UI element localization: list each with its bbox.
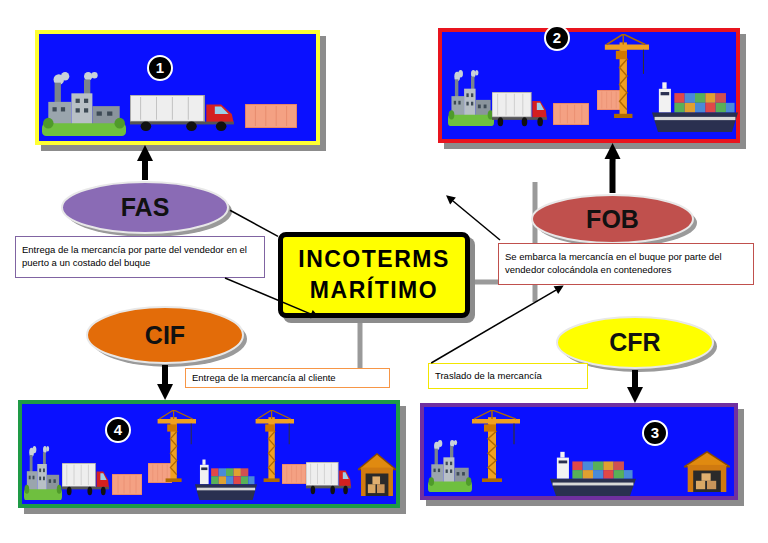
picture-panel: 3	[420, 403, 738, 500]
callout-number: 4	[105, 417, 131, 443]
title-box: INCOTERMS MARÍTIMO	[278, 232, 470, 318]
ellipse-fill	[557, 317, 713, 368]
term-ellipse: CFR	[555, 315, 715, 370]
term-ellipse: CIF	[85, 305, 245, 365]
connector-arrow	[162, 365, 168, 384]
description-box: Entrega de la mercancía por parte del ve…	[15, 236, 265, 278]
ellipse-fill	[62, 182, 228, 233]
connector-arrow	[142, 161, 148, 180]
node-text: CFR	[609, 328, 660, 357]
node-text: Se embarca la mercancía en el buque por …	[505, 251, 747, 277]
picture-panel: 2	[438, 28, 740, 143]
ellipse-fill	[87, 307, 243, 363]
node-text: FAS	[121, 193, 170, 222]
description-box: Se embarca la mercancía en el buque por …	[498, 243, 754, 285]
callout-number: 1	[147, 55, 173, 81]
ellipse-fill	[532, 195, 693, 243]
node-text: INCOTERMS MARÍTIMO	[287, 244, 461, 306]
node-text: Entrega de la mercancía por parte del ve…	[22, 244, 258, 270]
node-text: Traslado de la mercancía	[435, 370, 542, 383]
node-text: Entrega de la mercancía al cliente	[192, 372, 336, 385]
connector-arrow	[230, 210, 278, 236]
callout-number: 2	[544, 25, 570, 51]
connector-arrow	[632, 370, 638, 387]
connector-arrow	[610, 159, 616, 193]
node-text: CIF	[145, 321, 185, 350]
term-ellipse: FAS	[60, 180, 230, 235]
picture-panel: 1	[35, 30, 320, 145]
node-text: FOB	[586, 205, 639, 234]
picture-panel: 4	[18, 400, 400, 508]
description-box: Traslado de la mercancía	[428, 363, 588, 389]
callout-number: 3	[642, 420, 668, 446]
term-ellipse: FOB	[530, 193, 695, 245]
description-box: Entrega de la mercancía al cliente	[185, 368, 390, 388]
